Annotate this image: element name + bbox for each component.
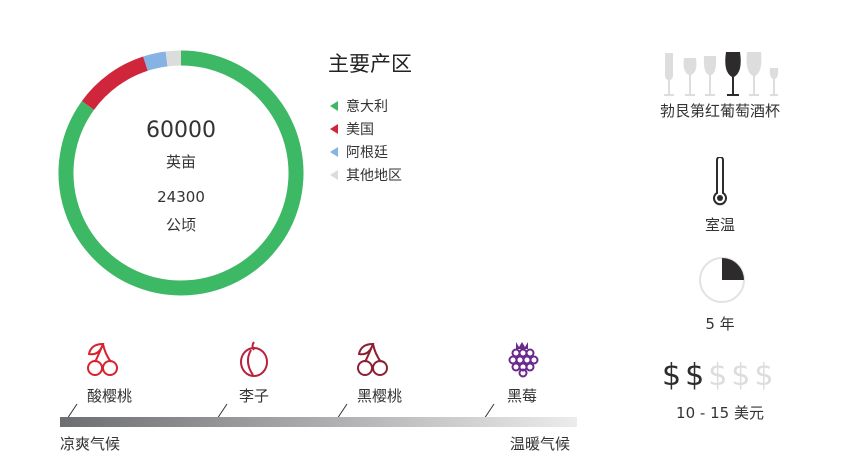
aging: 5 年 <box>705 315 735 333</box>
total-acres: 60000 <box>146 118 216 143</box>
region-donut-chart <box>58 50 304 296</box>
donut-segment-2 <box>143 51 168 71</box>
temperature: 室温 <box>704 216 735 234</box>
blackberry-icon <box>508 342 539 378</box>
total-hectares: 24300 <box>157 188 205 206</box>
aging-clock-icon <box>699 257 745 303</box>
price-level: $$$$$ <box>662 358 777 393</box>
flavor-label: 李子 <box>239 387 270 405</box>
price-dollar-icon: $ <box>731 358 755 393</box>
legend-item: 美国 <box>330 119 374 139</box>
wine-glass-icons <box>664 52 779 96</box>
cherry-icon <box>357 342 388 376</box>
price-dollar-icon: $ <box>685 358 709 393</box>
legend-title: 主要产区 <box>328 52 412 76</box>
legend-item: 其他地区 <box>330 165 402 185</box>
flavor-label: 黑莓 <box>507 387 538 405</box>
price-range: 10 - 15 美元 <box>676 404 764 422</box>
donut-segment-0 <box>58 50 304 296</box>
cool-climate-label: 凉爽气候 <box>60 435 121 453</box>
glass-type: 勃艮第红葡萄酒杯 <box>659 102 780 120</box>
flavor-label: 酸樱桃 <box>87 387 133 405</box>
price-dollar-icon: $ <box>708 358 732 393</box>
donut-segment-1 <box>81 56 148 110</box>
legend-item: 意大利 <box>330 96 388 116</box>
warm-climate-label: 温暖气候 <box>510 435 571 453</box>
legend-marker-icon <box>330 124 338 134</box>
thermometer-icon <box>713 157 727 206</box>
climate-gradient-bar <box>60 417 577 427</box>
price-dollar-icon: $ <box>754 358 778 393</box>
legend-label: 美国 <box>346 122 374 138</box>
legend-marker-icon <box>330 101 338 111</box>
selected-glass-icon <box>725 52 741 96</box>
legend-label: 阿根廷 <box>346 145 388 161</box>
flavor-label: 黑樱桃 <box>357 387 403 405</box>
legend-label: 其他地区 <box>346 168 402 184</box>
cherry-icon <box>87 342 118 376</box>
legend-marker-icon <box>330 147 338 157</box>
legend-item: 阿根廷 <box>330 142 388 162</box>
donut-segment-3 <box>165 50 182 67</box>
price-dollar-icon: $ <box>662 358 686 393</box>
hectares-unit: 公顷 <box>165 216 196 234</box>
legend-marker-icon <box>330 170 338 180</box>
acres-unit: 英亩 <box>165 153 196 171</box>
legend-label: 意大利 <box>346 99 388 115</box>
plum-icon <box>240 341 268 377</box>
